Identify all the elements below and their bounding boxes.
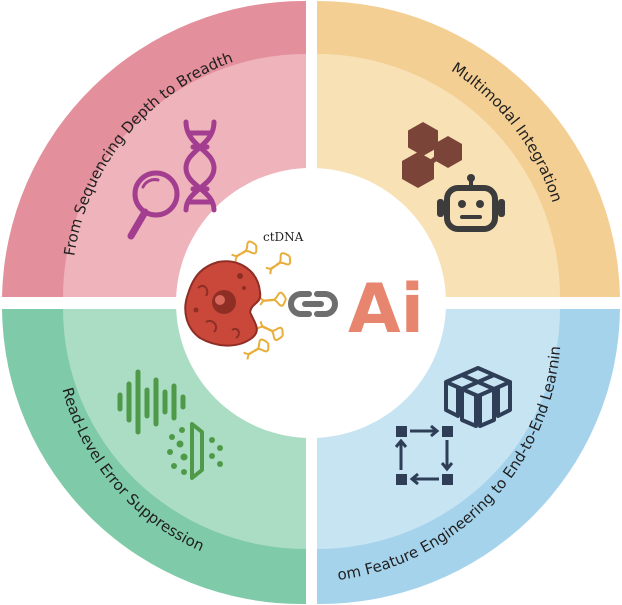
waveform-icon bbox=[117, 369, 186, 435]
cubes-icon bbox=[444, 366, 512, 428]
hexagon-network-icon bbox=[402, 122, 462, 188]
flow-loop-icon bbox=[394, 424, 454, 486]
link-icon bbox=[288, 291, 338, 317]
tumor-cell-icon bbox=[184, 260, 262, 347]
dna-icon bbox=[183, 119, 217, 213]
robot-icon bbox=[437, 174, 505, 232]
dna-fragment-icon bbox=[231, 240, 292, 360]
ctdna-label: ctDNA bbox=[263, 230, 304, 244]
dots-filter-icon bbox=[167, 422, 223, 480]
magnifier-icon bbox=[127, 170, 180, 240]
ai-label: Ai bbox=[348, 270, 424, 349]
